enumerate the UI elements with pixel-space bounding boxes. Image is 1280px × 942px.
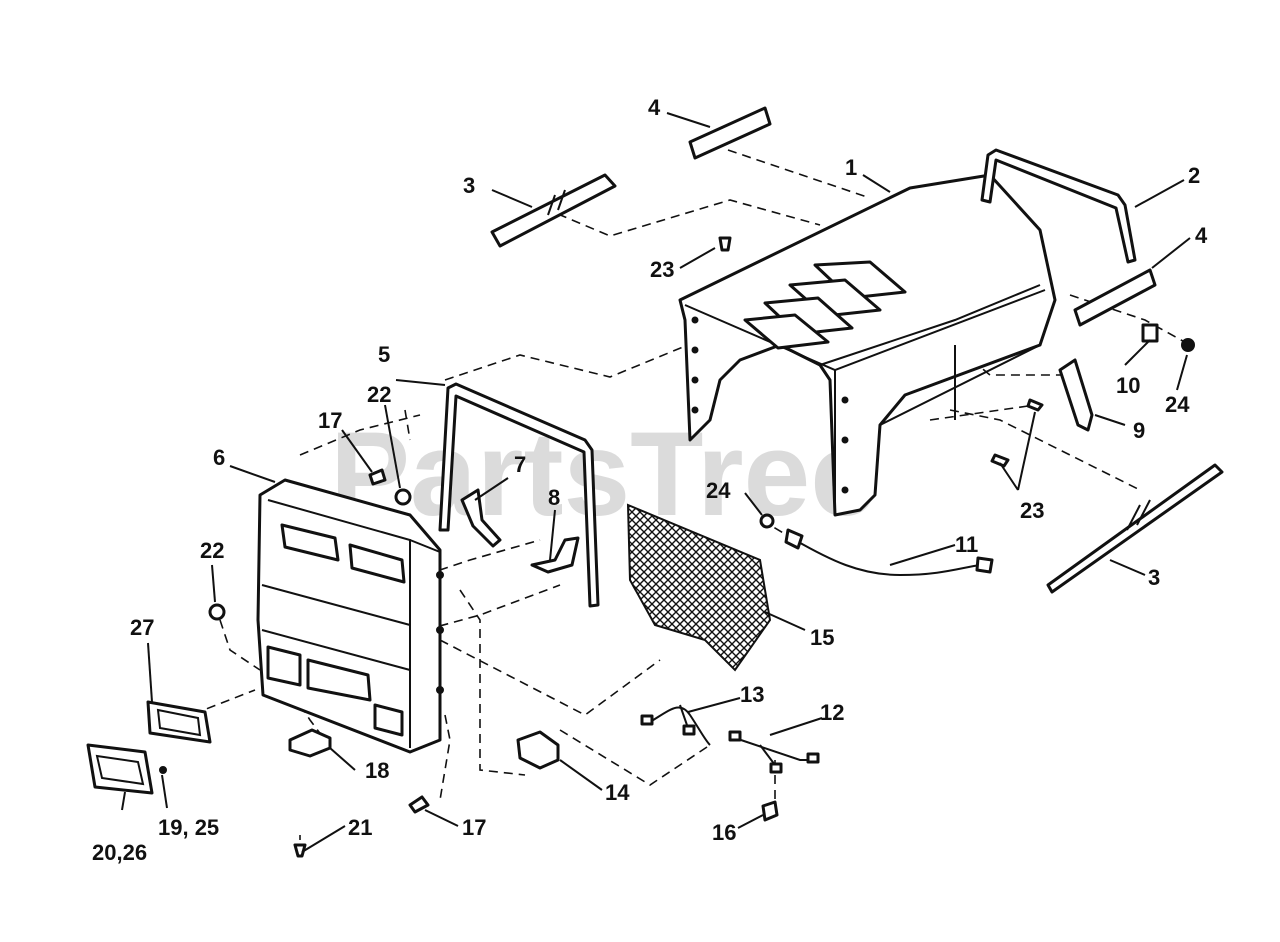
callout-10: 10 xyxy=(1116,373,1140,398)
callout-12: 12 xyxy=(820,700,844,725)
decal-part-4-side xyxy=(1073,268,1157,327)
nut-part-22-top xyxy=(394,488,412,506)
callout-3-bottom: 3 xyxy=(1148,565,1160,590)
decal-part-3-top xyxy=(490,173,617,248)
cable-part-11 xyxy=(784,528,994,577)
screw-part-23-low xyxy=(990,453,1010,468)
callout-22-top: 22 xyxy=(367,382,391,407)
callout-6: 6 xyxy=(213,445,225,470)
callout-15: 15 xyxy=(810,625,834,650)
clip-part-10 xyxy=(1141,323,1159,343)
callout-8: 8 xyxy=(548,485,560,510)
callout-4-right: 4 xyxy=(1195,223,1208,248)
callout-23-top: 23 xyxy=(650,257,674,282)
callout-18: 18 xyxy=(365,758,389,783)
bracket-part-7 xyxy=(460,488,502,548)
decal-part-4-top xyxy=(688,106,772,160)
callout-5: 5 xyxy=(378,342,390,367)
callouts: 1 2 3 3 4 4 5 6 7 8 9 10 11 12 13 14 15 … xyxy=(92,95,1208,865)
lens-part-27 xyxy=(146,700,212,744)
callout-16: 16 xyxy=(712,820,736,845)
assembly-lines xyxy=(164,149,1191,855)
harness-part-12 xyxy=(728,730,820,774)
latch-part-9 xyxy=(1058,358,1094,432)
leader-lines xyxy=(121,112,1191,853)
screen-part-15 xyxy=(626,503,772,672)
grille-bar-part-5 xyxy=(438,382,600,608)
callout-17-top: 17 xyxy=(318,408,342,433)
callout-24-left: 24 xyxy=(706,478,731,503)
screw-part-21 xyxy=(293,843,307,858)
callout-27: 27 xyxy=(130,615,154,640)
callout-13: 13 xyxy=(740,682,764,707)
callout-7: 7 xyxy=(514,452,526,477)
bracket-part-18 xyxy=(288,728,332,758)
callout-11: 11 xyxy=(955,532,978,557)
callout-14: 14 xyxy=(605,780,630,805)
callout-23-bottom: 23 xyxy=(1020,498,1044,523)
bulb-part-16 xyxy=(761,800,779,822)
callout-9: 9 xyxy=(1133,418,1145,443)
clip-part-17-bottom xyxy=(408,795,430,814)
screw-part-23-mid xyxy=(1026,398,1044,412)
nut-part-22-left xyxy=(208,603,226,621)
nut-part-24-right xyxy=(1181,338,1195,352)
frame-part-20-26 xyxy=(86,743,154,795)
callout-4-top: 4 xyxy=(648,95,661,120)
callout-1: 1 xyxy=(845,155,857,180)
callout-17-bottom: 17 xyxy=(462,815,486,840)
callout-21: 21 xyxy=(348,815,372,840)
clip-part-17-top xyxy=(368,468,387,486)
trim-bar-part-2 xyxy=(980,148,1137,264)
bracket-part-8 xyxy=(530,536,580,574)
callout-19-25: 19, 25 xyxy=(158,815,219,840)
callout-2: 2 xyxy=(1188,163,1200,188)
decal-part-3-bottom xyxy=(1046,463,1224,594)
callout-22-left: 22 xyxy=(200,538,224,563)
screw-part-23-top xyxy=(718,236,732,252)
watermark-text: PartsTree xyxy=(330,407,877,541)
nut-part-24-left xyxy=(759,513,775,529)
callout-24-right: 24 xyxy=(1165,392,1190,417)
hood-part-1 xyxy=(678,173,1057,517)
callout-3-top: 3 xyxy=(463,173,475,198)
screw-part-19-25 xyxy=(159,766,167,774)
wire-part-13 xyxy=(640,704,711,746)
front-grille-part-6 xyxy=(256,478,444,754)
headlight-part-14 xyxy=(516,730,560,770)
callout-20-26: 20,26 xyxy=(92,840,147,865)
